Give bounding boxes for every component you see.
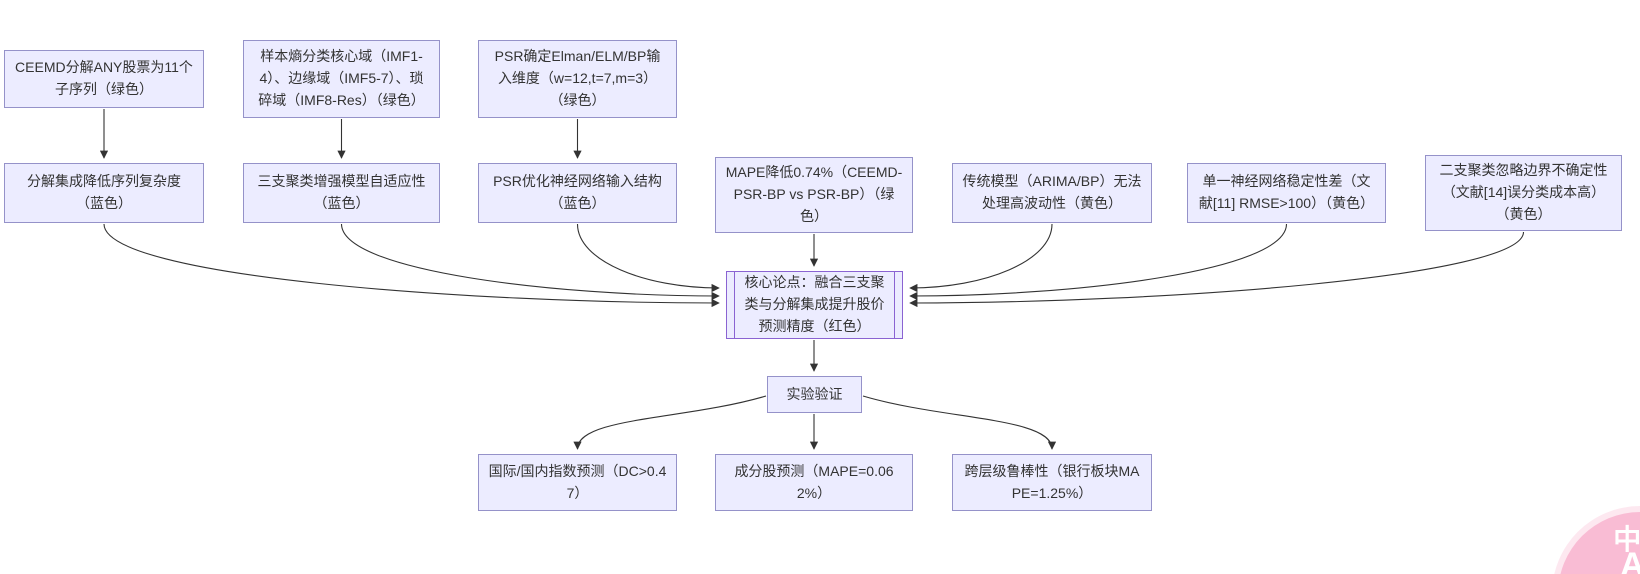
- node-single-nn-instability: 单一神经网络稳定性差（文献[11] RMSE>100）（黄色）: [1187, 163, 1386, 223]
- node-three-way-adaptivity: 三支聚类增强模型自适应性（蓝色）: [243, 163, 440, 223]
- translate-icon-zh: 中: [1613, 524, 1640, 555]
- node-sample-entropy-domains: 样本熵分类核心域（IMF1-4）、边缘域（IMF5-7）、琐碎域（IMF8-Re…: [243, 40, 440, 118]
- node-index-prediction: 国际/国内指数预测（DC>0.47）: [478, 454, 677, 511]
- node-ceemd-decomposition: CEEMD分解ANY股票为11个子序列（绿色）: [4, 50, 204, 108]
- arrow: [909, 223, 1288, 301]
- translate-icon-en: A: [1620, 546, 1640, 574]
- core-thesis-label: 核心论点：融合三支聚类与分解集成提升股价预测精度（红色）: [734, 272, 895, 338]
- node-traditional-model-limit: 传统模型（ARIMA/BP）无法处理高波动性（黄色）: [952, 163, 1152, 223]
- node-mape-reduction: MAPE降低0.74%（CEEMD-PSR-BP vs PSR-BP）（绿色）: [715, 157, 913, 233]
- arrow: [909, 231, 1525, 308]
- node-decomposition-complexity: 分解集成降低序列复杂度（蓝色）: [4, 163, 204, 223]
- node-experiment-validation: 实验验证: [767, 376, 862, 413]
- arrow: [909, 223, 1053, 293]
- arrow: [862, 395, 1057, 450]
- node-two-way-clustering-limit: 二支聚类忽略边界不确定性（文献[14]误分类成本高）（黄色）: [1425, 155, 1622, 231]
- node-psr-input-dimension: PSR确定Elman/ELM/BP输入维度（w=12,t=7,m=3）（绿色）: [478, 40, 677, 118]
- arrow: [576, 223, 720, 293]
- arrow: [340, 223, 720, 301]
- arrow: [103, 223, 720, 308]
- node-constituent-stock-prediction: 成分股预测（MAPE=0.062%）: [715, 454, 913, 511]
- node-cross-level-robustness: 跨层级鲁棒性（银行板块MAPE=1.25%）: [952, 454, 1152, 511]
- translate-badge[interactable]: 中 A: [1558, 512, 1640, 574]
- node-core-thesis: 核心论点：融合三支聚类与分解集成提升股价预测精度（红色）: [726, 271, 903, 339]
- arrow: [573, 395, 767, 450]
- translate-icon: 中 A: [1610, 526, 1640, 574]
- node-psr-input-structure: PSR优化神经网络输入结构（蓝色）: [478, 163, 677, 223]
